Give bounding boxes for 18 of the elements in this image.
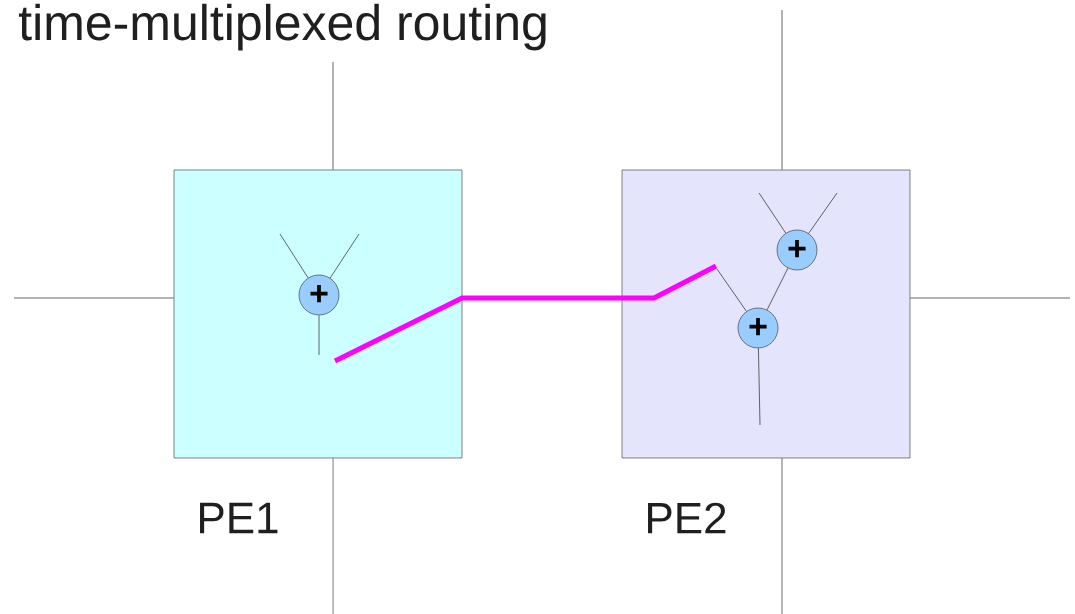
signal-line <box>758 347 761 426</box>
signal-line <box>279 233 309 279</box>
node-label: PE2 <box>648 502 726 534</box>
signal-line <box>758 192 787 234</box>
connection-line <box>766 267 789 311</box>
node-label: PE1 <box>200 502 278 534</box>
routing-path <box>333 263 718 364</box>
signal-line <box>329 233 360 279</box>
grid-line <box>332 457 334 614</box>
grid-line <box>781 457 783 614</box>
signal-line <box>318 314 320 356</box>
grid-line <box>332 61 334 171</box>
grid-line <box>781 9 783 171</box>
signal-line <box>808 192 838 234</box>
grid-line <box>13 297 175 299</box>
grid-line <box>909 297 1071 299</box>
signal-line <box>716 268 747 312</box>
title: time-multiplexed routing <box>18 3 546 51</box>
